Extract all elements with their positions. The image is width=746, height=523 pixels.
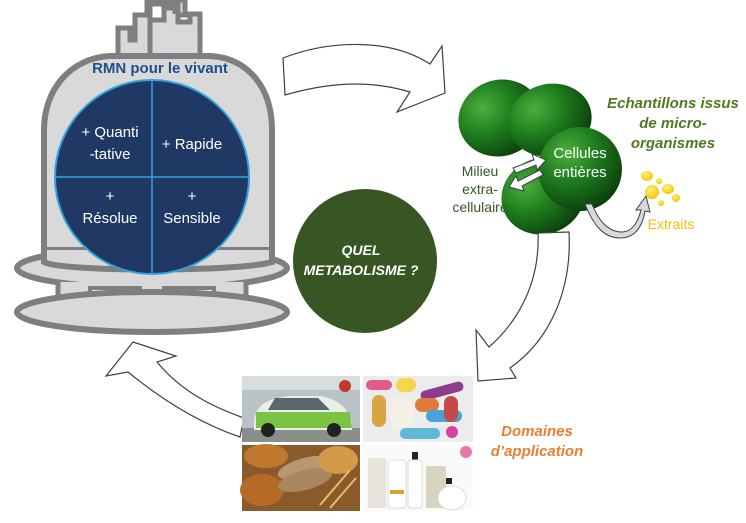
quadrant-line: + Rapide	[161, 136, 223, 153]
extracts-label: Extraits	[647, 216, 695, 232]
microorganism-cells-icon	[458, 79, 622, 235]
extracellular-medium-label: Milieu extra- cellulaire	[440, 162, 520, 216]
metabolism-question: QUEL METABOLISME ?	[296, 240, 426, 280]
question-line: QUEL	[341, 242, 381, 258]
arrow-to-applications-icon	[475, 231, 570, 382]
quadrant-line: Résolue	[82, 210, 138, 227]
samples-line: organismes	[630, 135, 716, 152]
quadrant-resolved: + Résolue	[70, 186, 150, 230]
arrow-to-cells-icon	[282, 43, 446, 114]
medium-line: cellulaire	[452, 199, 508, 215]
arrow-out-of-cell-icon	[508, 169, 544, 192]
domains-line: Domaines	[501, 423, 573, 440]
arrow-to-magnet-icon	[104, 341, 245, 438]
arrow-into-cell-icon	[512, 153, 547, 174]
quadrant-line: Sensible	[163, 210, 221, 227]
arrow-to-extracts-icon	[584, 194, 651, 239]
quadrant-line: +	[105, 188, 115, 205]
question-line: METABOLISME ?	[303, 262, 419, 278]
nmr-title: RMN pour le vivant	[92, 60, 228, 77]
quadrant-line: +	[187, 188, 197, 205]
nmr-advantages-circle	[54, 79, 250, 275]
application-domains-label: Domaines d’application	[472, 422, 602, 462]
quadrant-fast: + Rapide	[152, 134, 232, 156]
samples-line: Echantillons issus	[607, 95, 739, 112]
application-photos	[240, 376, 473, 511]
photo-pills	[363, 376, 473, 442]
metabolism-question-circle	[293, 189, 437, 333]
samples-label: Echantillons issus de micro- organismes	[600, 94, 746, 154]
quadrant-line: -tative	[89, 146, 131, 163]
medium-line: Milieu	[461, 163, 499, 179]
quadrant-line: + Quanti	[81, 124, 139, 141]
whole-cells-label: Cellules entières	[540, 144, 620, 182]
medium-line: extra-	[462, 181, 498, 197]
domains-line: d’application	[490, 443, 584, 460]
cells-line: Cellules	[553, 145, 607, 162]
cells-line: entières	[553, 164, 607, 181]
photo-bread	[240, 444, 360, 511]
quadrant-quantitative: + Quanti -tative	[70, 122, 150, 166]
quadrant-sensitive: + Sensible	[152, 186, 232, 230]
photo-green-taxi	[242, 376, 360, 442]
extracts-droplets-icon	[641, 171, 680, 206]
samples-line: de micro-	[639, 115, 707, 132]
photo-cosmetics	[363, 445, 473, 511]
